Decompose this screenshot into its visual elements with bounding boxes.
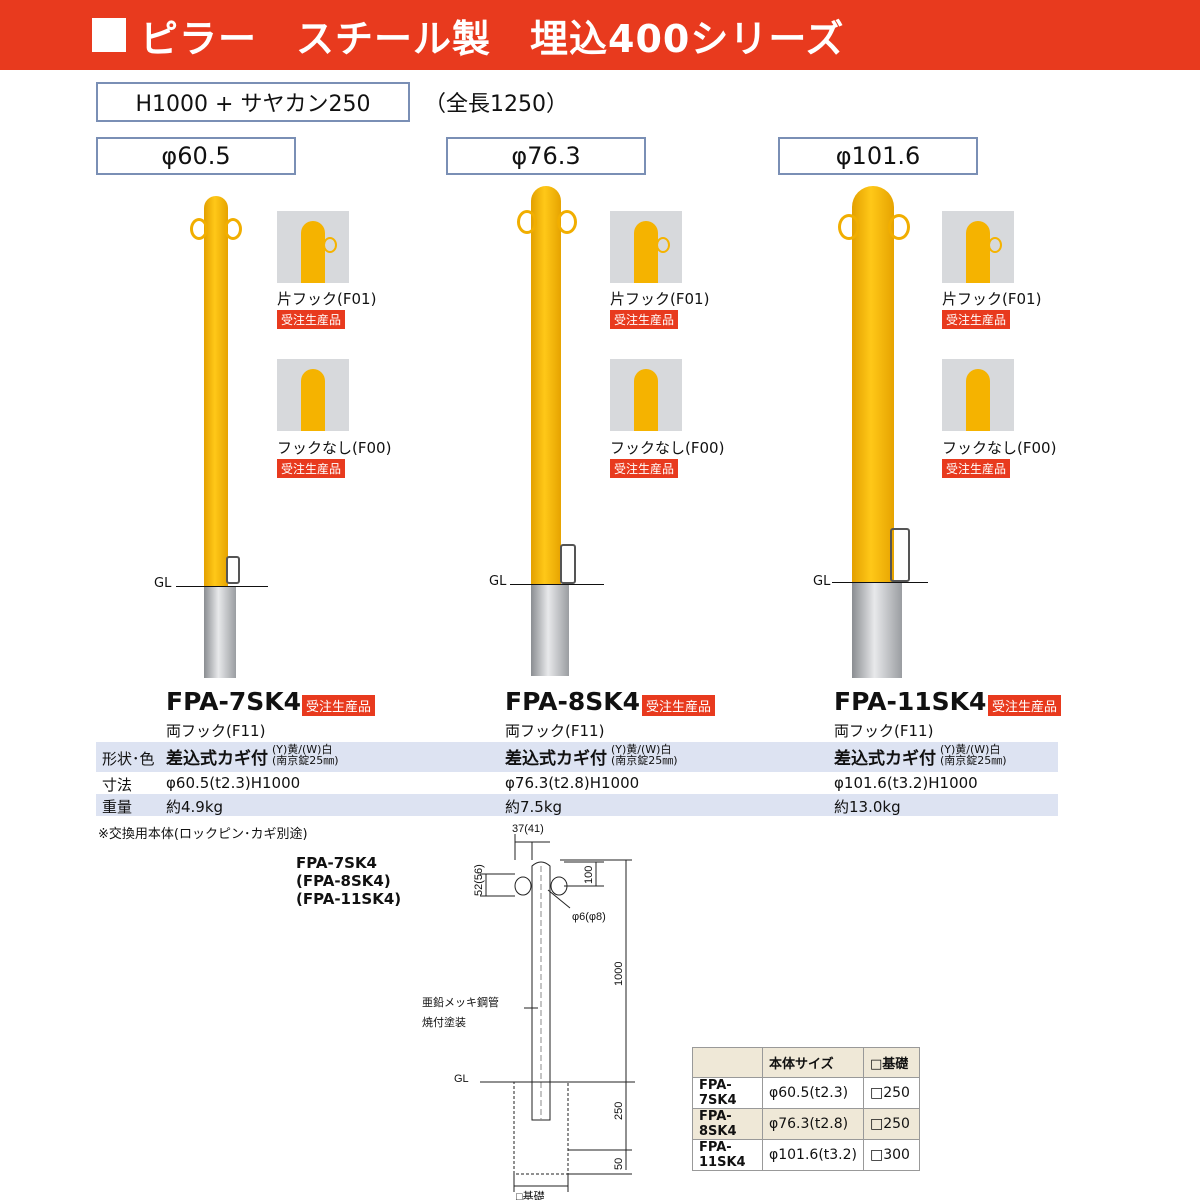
spec-row-weight: 重量 約4.9kg 約7.5kg 約13.0kg: [96, 794, 1058, 816]
made-to-order-badge: 受注生産品: [277, 459, 346, 478]
thumb-one-hook: [942, 211, 1014, 283]
shape-value: 差込式カギ付(Y)黄/(W)白(南京錠25㎜): [505, 743, 678, 769]
thumb-no-hook: [277, 359, 349, 431]
diameter-box-1: φ60.5: [96, 137, 296, 175]
made-to-order-badge: 受注生産品: [942, 459, 1011, 478]
sleeve: [852, 582, 902, 678]
sizes-header: 本体サイズ: [762, 1047, 864, 1078]
thumb-no-hook: [942, 359, 1014, 431]
weight-value: 約7.5kg: [505, 798, 563, 816]
page-title: ピラー スチール製 埋込400シリーズ: [140, 16, 845, 61]
spec-row-size: 寸法 φ60.5(t2.3)H1000 φ76.3(t2.8)H1000 φ10…: [96, 772, 1058, 794]
row-label: 形状･色: [102, 750, 155, 768]
sizes-header: [692, 1047, 763, 1078]
table-row: FPA-11SK4 φ101.6(t3.2) □300: [692, 1139, 920, 1171]
gl-label: GL: [813, 574, 831, 589]
spec-row-shape: 形状･色 差込式カギ付(Y)黄/(W)白(南京錠25㎜) 差込式カギ付(Y)黄/…: [96, 742, 1058, 772]
hook-label: 両フック(F11): [505, 722, 605, 740]
pole-body: [204, 196, 228, 586]
height-spec-box: H1000 + サヤカン250: [96, 82, 410, 122]
dim-base: 50: [613, 1158, 625, 1170]
thumb-no-hook: [610, 359, 682, 431]
model-badge: 受注生産品: [642, 695, 716, 716]
sizes-header: □基礎: [863, 1047, 920, 1078]
row-label: 寸法: [102, 776, 133, 794]
sizes-table: 本体サイズ □基礎 FPA-7SK4 φ60.5(t2.3) □250 FPA-…: [692, 1047, 920, 1171]
variant-label: 片フック(F01): [277, 290, 377, 308]
variant-label: フックなし(F00): [942, 439, 1057, 457]
shape-value: 差込式カギ付(Y)黄/(W)白(南京錠25㎜): [834, 743, 1007, 769]
variant-label: 片フック(F01): [610, 290, 710, 308]
coating-label: 焼付塗装: [422, 1015, 466, 1029]
variant-label: フックなし(F00): [277, 439, 392, 457]
hook-ring: [888, 214, 910, 240]
model-badge: 受注生産品: [302, 695, 376, 716]
table-row: FPA-7SK4 φ60.5(t2.3) □250: [692, 1077, 920, 1109]
shape-value: 差込式カギ付(Y)黄/(W)白(南京錠25㎜): [166, 743, 339, 769]
thumb-one-hook: [277, 211, 349, 283]
variant-label: 片フック(F01): [942, 290, 1042, 308]
variant-label: フックなし(F00): [610, 439, 725, 457]
model-name: FPA-8SK4: [505, 687, 640, 716]
latch: [890, 528, 910, 582]
pole-body: [531, 186, 561, 584]
made-to-order-badge: 受注生産品: [942, 310, 1011, 329]
made-to-order-badge: 受注生産品: [610, 459, 679, 478]
size-value: φ60.5(t2.3)H1000: [166, 774, 301, 792]
hook-ring: [557, 210, 577, 234]
total-length-note: （全長1250）: [424, 92, 568, 117]
sleeve: [531, 584, 569, 676]
gl-line: [176, 586, 268, 587]
material-label: 亜鉛メッキ鋼管: [422, 995, 499, 1009]
thumb-one-hook: [610, 211, 682, 283]
diameter-box-2: φ76.3: [446, 137, 646, 175]
dim-embed: 250: [613, 1102, 625, 1120]
page-header: ピラー スチール製 埋込400シリーズ: [0, 0, 1200, 70]
square-icon: [92, 18, 126, 52]
hook-label: 両フック(F11): [834, 722, 934, 740]
base-label: □基礎: [516, 1190, 545, 1200]
gl-label: GL: [454, 1073, 469, 1085]
size-value: φ101.6(t3.2)H1000: [834, 774, 978, 792]
hook-ring: [838, 214, 860, 240]
sleeve: [204, 586, 236, 678]
dim-hook-gap: 100: [583, 866, 595, 884]
model-name: FPA-11SK4: [834, 687, 987, 716]
gl-line: [832, 582, 928, 583]
weight-value: 約4.9kg: [166, 798, 224, 816]
hook-ring: [517, 210, 537, 234]
dim-height: 1000: [613, 962, 625, 986]
diagram-models: FPA-7SK4 (FPA-8SK4) (FPA-11SK4): [296, 854, 402, 908]
size-value: φ76.3(t2.8)H1000: [505, 774, 640, 792]
latch: [560, 544, 576, 584]
made-to-order-badge: 受注生産品: [610, 310, 679, 329]
hook-ring: [224, 218, 242, 240]
latch: [226, 556, 240, 584]
diameter-box-3: φ101.6: [778, 137, 978, 175]
hook-ring: [190, 218, 208, 240]
hook-label: 両フック(F11): [166, 722, 266, 740]
weight-value: 約13.0kg: [834, 798, 901, 816]
gl-label: GL: [489, 574, 507, 589]
model-name: FPA-7SK4: [166, 687, 301, 716]
row-label: 重量: [102, 798, 133, 816]
footnote: ※交換用本体(ロックピン･カギ別途): [98, 827, 308, 842]
gl-line: [510, 584, 604, 585]
dimension-diagram: 37(41) 52(56) 100 φ6(φ8) 1000 250 50 亜鉛メ…: [422, 823, 635, 1200]
dim-top: 37(41): [512, 823, 544, 835]
table-row: FPA-8SK4 φ76.3(t2.8) □250: [692, 1108, 920, 1140]
dim-hook-height: 52(56): [473, 864, 485, 896]
dim-hole: φ6(φ8): [572, 911, 606, 923]
model-badge: 受注生産品: [988, 695, 1062, 716]
gl-label: GL: [154, 576, 172, 591]
made-to-order-badge: 受注生産品: [277, 310, 346, 329]
pole-body: [852, 186, 894, 582]
